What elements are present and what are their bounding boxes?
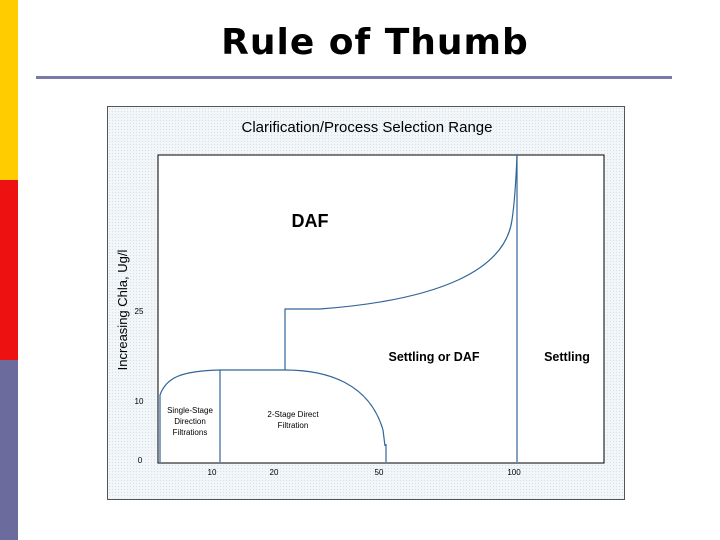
accent-bar-purple (0, 360, 18, 540)
x-tick-20: 20 (270, 468, 279, 477)
region-label-two-stage-2: Filtration (278, 421, 309, 430)
region-label-settling-or-daf: Settling or DAF (389, 350, 480, 364)
x-tick-100: 100 (507, 468, 521, 477)
single-stage-boundary (159, 369, 221, 462)
region-label-two-stage-1: 2-Stage Direct (267, 410, 319, 419)
title-underline (36, 76, 672, 79)
region-label-settling: Settling (544, 350, 590, 364)
plot-area (157, 154, 605, 464)
x-tick-10: 10 (208, 468, 217, 477)
y-axis-label: Increasing Chla, Ug/l (115, 250, 130, 371)
x-tick-50: 50 (375, 468, 384, 477)
diagram-title: Clarification/Process Selection Range (242, 119, 493, 136)
y-tick-25: 25 (135, 307, 144, 316)
accent-bar-yellow (0, 0, 18, 180)
two-stage-boundary (220, 369, 386, 447)
region-label-daf: DAF (292, 211, 329, 231)
region-label-single-stage-1: Single-Stage (167, 406, 213, 415)
y-tick-0: 0 (138, 456, 143, 465)
slide-title: Rule of Thumb (221, 22, 529, 63)
daf-boundary (284, 154, 518, 370)
accent-bar-red (0, 180, 18, 360)
region-label-single-stage-2: Direction (174, 417, 206, 426)
region-label-single-stage-3: Filtrations (173, 428, 208, 437)
y-tick-10: 10 (135, 397, 144, 406)
